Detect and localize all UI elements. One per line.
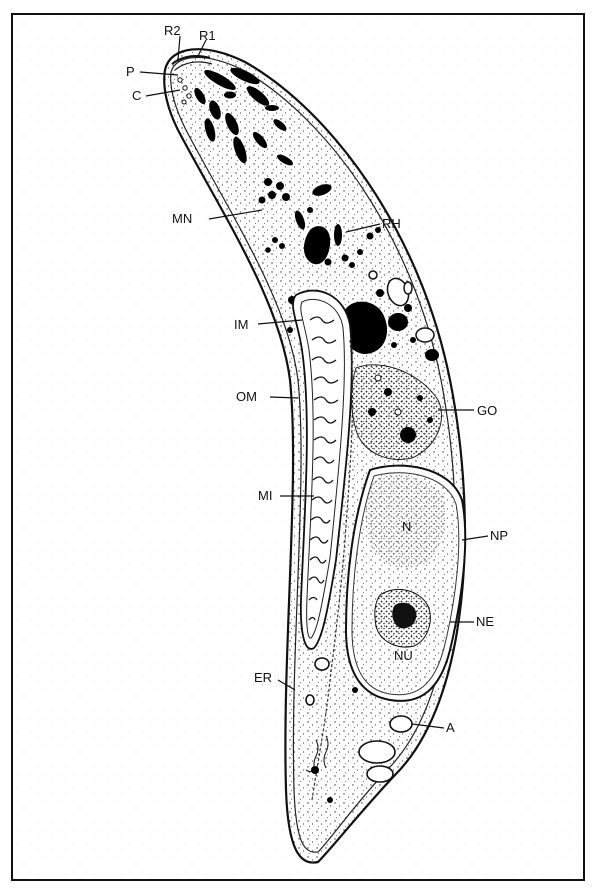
label-r2: R2 xyxy=(164,23,181,38)
label-p: P xyxy=(126,64,135,79)
label-go: GO xyxy=(477,403,497,418)
label-r1: R1 xyxy=(199,28,216,43)
label-n: N xyxy=(402,519,411,534)
label-rh: RH xyxy=(382,216,401,231)
label-im: IM xyxy=(234,317,248,332)
label-om: OM xyxy=(236,389,257,404)
label-np: NP xyxy=(490,528,508,543)
label-nu: NU xyxy=(394,648,413,663)
label-mn: MN xyxy=(172,211,192,226)
label-ne: NE xyxy=(476,614,494,629)
label-er: ER xyxy=(254,670,272,685)
label-a: A xyxy=(446,720,455,735)
label-mi: MI xyxy=(258,488,272,503)
label-c: C xyxy=(132,88,141,103)
